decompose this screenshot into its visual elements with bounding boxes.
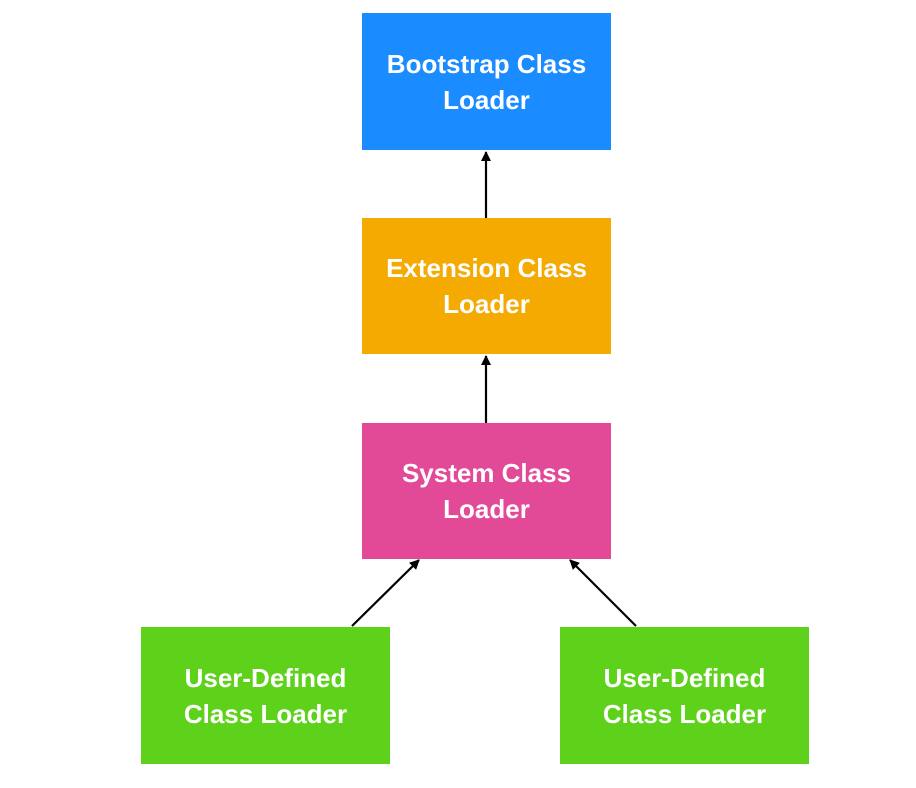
extension-class-loader-node: Extension Class Loader xyxy=(362,218,611,354)
arrow-user-defined-2-to-system xyxy=(569,559,637,627)
arrow-user-defined-1-to-system xyxy=(351,559,420,627)
user-defined-class-loader-label-right: User-Defined Class Loader xyxy=(602,662,767,729)
extension-class-loader-label: Extension Class Loader xyxy=(386,253,587,319)
bootstrap-class-loader-node: Bootstrap Class Loader xyxy=(362,13,611,150)
system-class-loader-label: System Class Loader xyxy=(401,458,572,524)
system-class-loader-node: System Class Loader xyxy=(362,423,611,559)
bootstrap-class-loader-label: Bootstrap Class Loader xyxy=(386,48,587,115)
user-defined-class-loader-label-left: User-Defined Class Loader xyxy=(183,662,348,729)
user-defined-class-loader-node-left: User-Defined Class Loader xyxy=(141,627,390,764)
user-defined-class-loader-node-right: User-Defined Class Loader xyxy=(560,627,809,764)
